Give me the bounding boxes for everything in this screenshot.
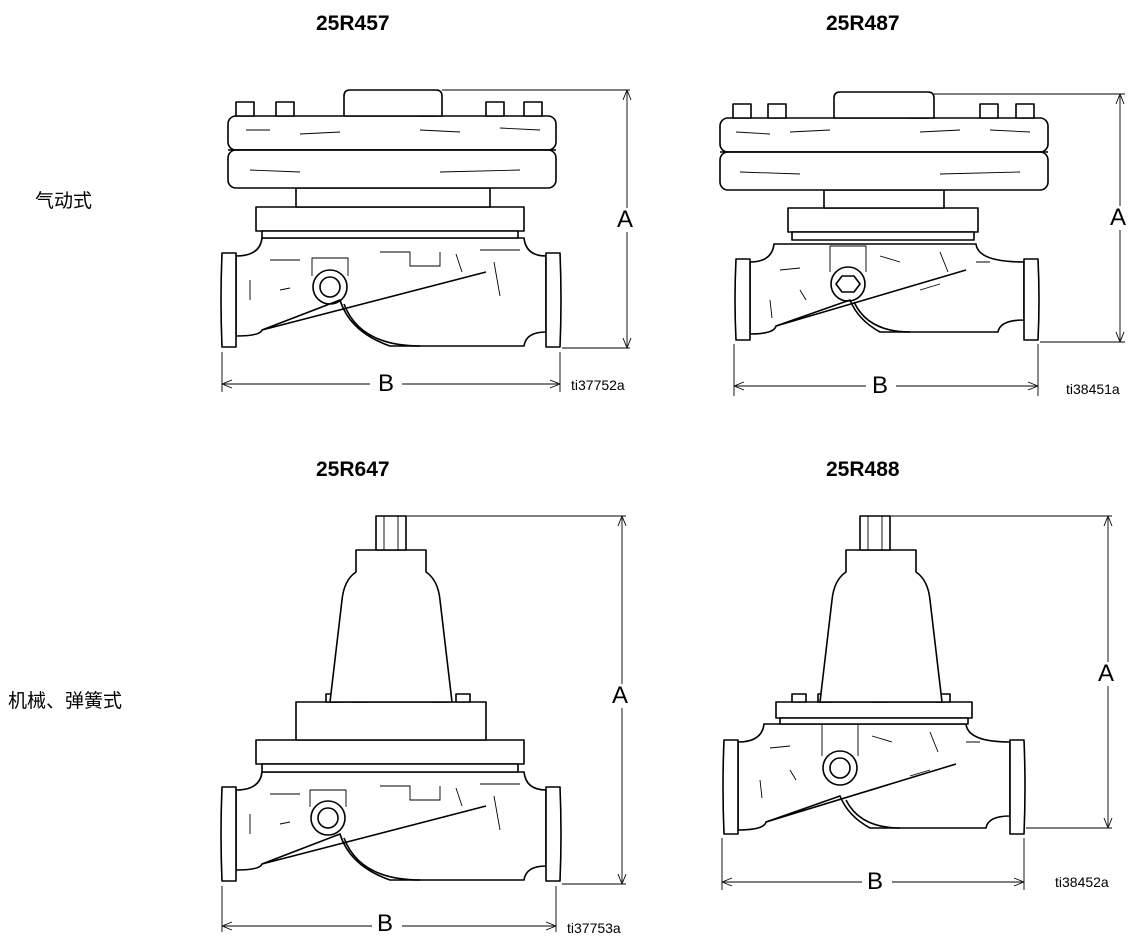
dim-width-label-25r457: B (375, 372, 398, 396)
dim-width-label-25r647: B (374, 912, 397, 936)
regulator-drawing-25r647 (220, 515, 627, 932)
regulator-drawing-25r488 (721, 515, 1113, 890)
dim-height-label-25r457: A (614, 208, 637, 232)
figure-title-25r487: 25R487 (826, 12, 900, 35)
dim-height-label-25r647: A (609, 684, 632, 708)
dim-height-label-25r488: A (1095, 662, 1118, 686)
figure-ref-25r647: ti37753a (567, 920, 621, 936)
figure-ref-25r487: ti38451a (1066, 381, 1120, 397)
figure-title-25r488: 25R488 (826, 458, 900, 481)
figure-title-25r647: 25R647 (316, 458, 390, 481)
row-label-pneumatic: 气动式 (35, 190, 93, 212)
dim-height-label-25r487: A (1107, 206, 1130, 230)
dim-width-label-25r487: B (869, 374, 892, 398)
regulator-drawing-25r487 (719, 91, 1125, 396)
figure-ref-25r488: ti38452a (1055, 874, 1109, 890)
figure-ref-25r457: ti37752a (571, 377, 625, 393)
regulator-drawing-25r457 (220, 89, 632, 392)
dim-width-label-25r488: B (864, 870, 887, 894)
figure-title-25r457: 25R457 (316, 12, 390, 35)
row-label-mechanical: 机械、弹簧式 (8, 690, 123, 712)
